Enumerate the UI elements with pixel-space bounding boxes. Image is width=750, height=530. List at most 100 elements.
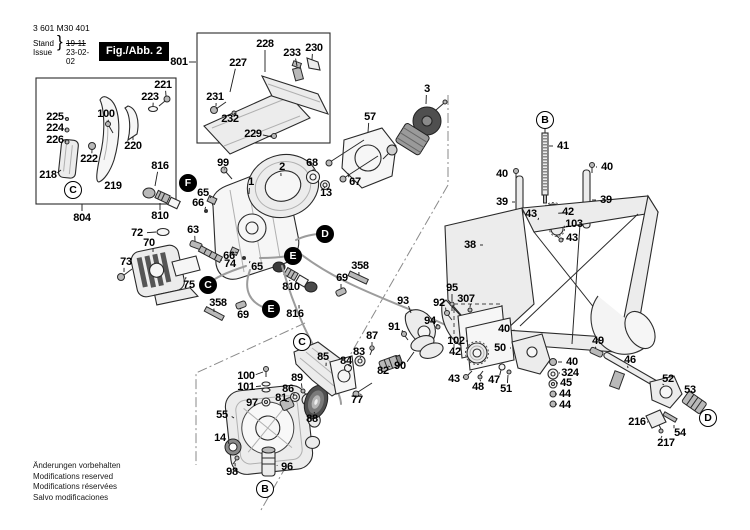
figure-badge: Fig./Abb. 2 [99, 42, 170, 61]
part-label-72: 72 [131, 227, 143, 239]
part-label-50: 50 [494, 342, 506, 354]
part-label-87: 87 [366, 330, 378, 342]
part-label-49: 49 [592, 335, 604, 347]
part-label-90: 90 [394, 360, 406, 372]
part-label-70: 70 [143, 237, 155, 249]
stand-value: 19-11 [66, 39, 86, 48]
part-label-53: 53 [684, 384, 696, 396]
part-label-219: 219 [104, 180, 122, 192]
part-label-75: 75 [183, 279, 195, 291]
part-label-52: 52 [662, 373, 674, 385]
part-label-218: 218 [39, 169, 57, 181]
part-label-804: 804 [73, 212, 91, 224]
ref-circle-B: B [536, 111, 554, 129]
part-label-69: 69 [336, 272, 348, 284]
ref-circle-F: F [179, 174, 197, 192]
part-label-230: 230 [305, 42, 323, 54]
part-label-13: 13 [320, 187, 332, 199]
part-label-84: 84 [340, 355, 352, 367]
issue-value: 23-02-02 [66, 48, 90, 66]
brace-glyph: } [57, 32, 63, 51]
ref-circle-D: D [699, 409, 717, 427]
part-label-54: 54 [674, 427, 686, 439]
part-label-801: 801 [170, 56, 188, 68]
part-label-100: 100 [97, 108, 115, 120]
part-label-324: 324 [561, 367, 579, 379]
part-label-810: 810 [282, 281, 300, 293]
part-label-89: 89 [291, 372, 303, 384]
part-label-65: 65 [197, 187, 209, 199]
part-label-82: 82 [377, 365, 389, 377]
part-label-42: 42 [562, 206, 574, 218]
part-label-307: 307 [457, 293, 475, 305]
ref-circle-D: D [316, 225, 334, 243]
part-label-39: 39 [600, 194, 612, 206]
footer-line: Modifications reserved [33, 471, 114, 481]
ref-circle-B: B [256, 480, 274, 498]
part-label-227: 227 [229, 57, 247, 69]
part-label-99: 99 [217, 157, 229, 169]
part-label-96: 96 [281, 461, 293, 473]
part-label-65: 65 [251, 261, 263, 273]
ref-circle-E: E [262, 300, 280, 318]
part-label-358: 358 [209, 297, 227, 309]
part-label-39: 39 [496, 196, 508, 208]
part-label-44: 44 [559, 399, 571, 411]
part-label-221: 221 [154, 79, 172, 91]
part-label-48: 48 [472, 381, 484, 393]
title-block: 3 601 M30 401 Stand 19-11 Issue 23-02-02… [33, 24, 90, 67]
part-label-40: 40 [496, 168, 508, 180]
part-label-810: 810 [151, 210, 169, 222]
part-label-38: 38 [464, 239, 476, 251]
part-label-816: 816 [286, 308, 304, 320]
part-label-1: 1 [248, 176, 254, 188]
part-label-40: 40 [566, 356, 578, 368]
part-label-100: 100 [237, 370, 255, 382]
phantom-line [195, 322, 306, 465]
part-label-45: 45 [560, 377, 572, 389]
part-label-81: 81 [275, 392, 287, 404]
part-label-67: 67 [349, 176, 361, 188]
leader-lines [57, 50, 694, 467]
part-label-47: 47 [488, 374, 500, 386]
part-label-220: 220 [124, 140, 142, 152]
part-label-86: 86 [282, 383, 294, 395]
footer-line: Modifications réservées [33, 482, 118, 491]
part-label-40: 40 [498, 323, 510, 335]
footer-line: Änderungen vorbehalten [33, 461, 121, 470]
part-label-91: 91 [388, 321, 400, 333]
part-label-102: 102 [447, 335, 465, 347]
part-label-77: 77 [351, 394, 363, 406]
part-label-68: 68 [306, 157, 318, 169]
part-label-92: 92 [433, 297, 445, 309]
part-label-101: 101 [237, 381, 255, 393]
part-label-46: 46 [624, 354, 636, 366]
part-label-358: 358 [351, 260, 369, 272]
part-label-88: 88 [306, 413, 318, 425]
part-label-103: 103 [565, 218, 583, 230]
part-label-233: 233 [283, 47, 301, 59]
part-label-66: 66 [192, 197, 204, 209]
part-label-74: 74 [224, 258, 236, 270]
part-label-222: 222 [80, 153, 98, 165]
part-label-42: 42 [449, 346, 461, 358]
stand-label: Stand [33, 39, 54, 48]
part-label-3: 3 [424, 83, 430, 95]
part-label-232: 232 [221, 113, 239, 125]
part-label-2: 2 [279, 161, 285, 173]
part-label-85: 85 [317, 351, 329, 363]
ref-circle-E: E [284, 247, 302, 265]
part-label-816: 816 [151, 160, 169, 172]
part-label-51: 51 [500, 383, 512, 395]
part-label-97: 97 [246, 397, 258, 409]
footer-line: Salvo modificaciones [33, 492, 109, 502]
part-label-94: 94 [424, 315, 436, 327]
part-label-73: 73 [120, 256, 132, 268]
revision-block: Stand 19-11 Issue 23-02-02 } [33, 32, 90, 66]
part-label-216: 216 [628, 416, 646, 428]
part-label-224: 224 [46, 122, 64, 134]
part-label-69: 69 [237, 309, 249, 321]
